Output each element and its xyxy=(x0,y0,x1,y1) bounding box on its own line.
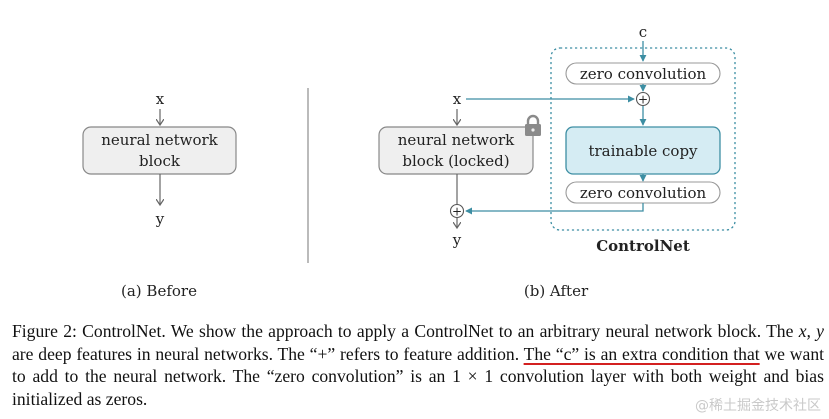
before-caption: (a) Before xyxy=(121,282,197,300)
trainable-copy-label: trainable copy xyxy=(588,142,698,160)
plus-node-top xyxy=(635,91,651,107)
controlnet-label: ControlNet xyxy=(596,237,690,255)
before-input-label: x xyxy=(156,90,165,108)
locked-block-line1: neural network xyxy=(398,131,515,149)
zero-conv-top-label: zero convolution xyxy=(580,65,707,83)
caption-part1: Figure 2: ControlNet. We show the approa… xyxy=(12,321,799,341)
plus-node-bottom-symbol: + xyxy=(452,205,462,219)
controlnet-region xyxy=(550,47,736,231)
locked-block-line2: block (locked) xyxy=(402,152,509,170)
controlnet-figure: x neural network block y (a) Before c ze… xyxy=(82,23,736,300)
plus-node-top-symbol: + xyxy=(638,93,648,107)
after-caption: (b) After xyxy=(524,282,589,300)
zero-conv-to-plus-arrow xyxy=(466,203,644,211)
zero-conv-bottom-label: zero convolution xyxy=(580,184,707,202)
lock-icon xyxy=(525,114,541,136)
before-output-label: y xyxy=(155,210,165,228)
caption-math-xy: x, y xyxy=(798,321,824,341)
caption-part2: are deep features in neural networks. Th… xyxy=(12,321,829,364)
after-output-label: y xyxy=(452,231,462,249)
before-block-line2: block xyxy=(139,152,181,170)
after-diagram: c zero convolution + x neural network bl… xyxy=(378,23,736,300)
figure-caption: Figure 2: ControlNet. We show the approa… xyxy=(12,320,824,410)
caption-math-1x1: 1 × 1 xyxy=(452,366,494,386)
plus-node-bottom xyxy=(449,203,465,219)
locked-neural-block xyxy=(378,126,534,175)
before-block-line1: neural network xyxy=(101,131,218,149)
after-input-label: x xyxy=(453,90,462,108)
condition-label: c xyxy=(639,23,647,41)
watermark: @稀土掘金技术社区 xyxy=(695,398,821,414)
caption-part4: convolution layer with both weight and b… xyxy=(12,366,829,409)
before-diagram: x neural network block y (a) Before xyxy=(82,90,237,300)
caption-part3: we want to add to the neural network. Th… xyxy=(12,343,829,387)
caption-underlined-phrase: The “c” is an extra condition that xyxy=(523,343,760,364)
